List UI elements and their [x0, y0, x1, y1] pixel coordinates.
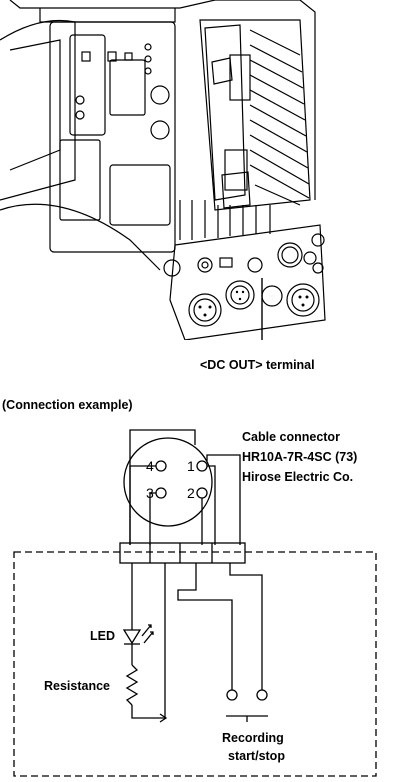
camera-illustration [0, 0, 326, 340]
resistance-label: Resistance [44, 679, 111, 693]
led-label: LED [90, 629, 115, 643]
dc-out-terminal-label: <DC OUT> terminal [200, 358, 315, 372]
connector-name: Cable connector [242, 430, 340, 444]
connection-example-heading: (Connection example) [2, 398, 133, 412]
pin-1-socket [196, 460, 208, 472]
led-symbol [122, 629, 142, 645]
pin-4-socket [155, 460, 167, 472]
connector-face [123, 437, 213, 527]
resistor-symbol [125, 664, 139, 706]
pin-2-socket [196, 487, 208, 499]
recording-switch-label-line2: start/stop [228, 749, 285, 763]
equipment-boundary [13, 551, 377, 777]
pin-2-label: 2 [187, 485, 195, 501]
terminal-block [119, 542, 246, 564]
pin-1-label: 1 [187, 458, 195, 474]
connector-part-number: HR10A-7R-4SC (73) [242, 450, 358, 464]
recording-switch-label-line1: Recording [222, 731, 284, 745]
pin-3-label: 3 [146, 485, 154, 501]
pin-4-label: 4 [146, 458, 154, 474]
connector-manufacturer: Hirose Electric Co. [242, 470, 354, 484]
pin-3-socket [155, 487, 167, 499]
